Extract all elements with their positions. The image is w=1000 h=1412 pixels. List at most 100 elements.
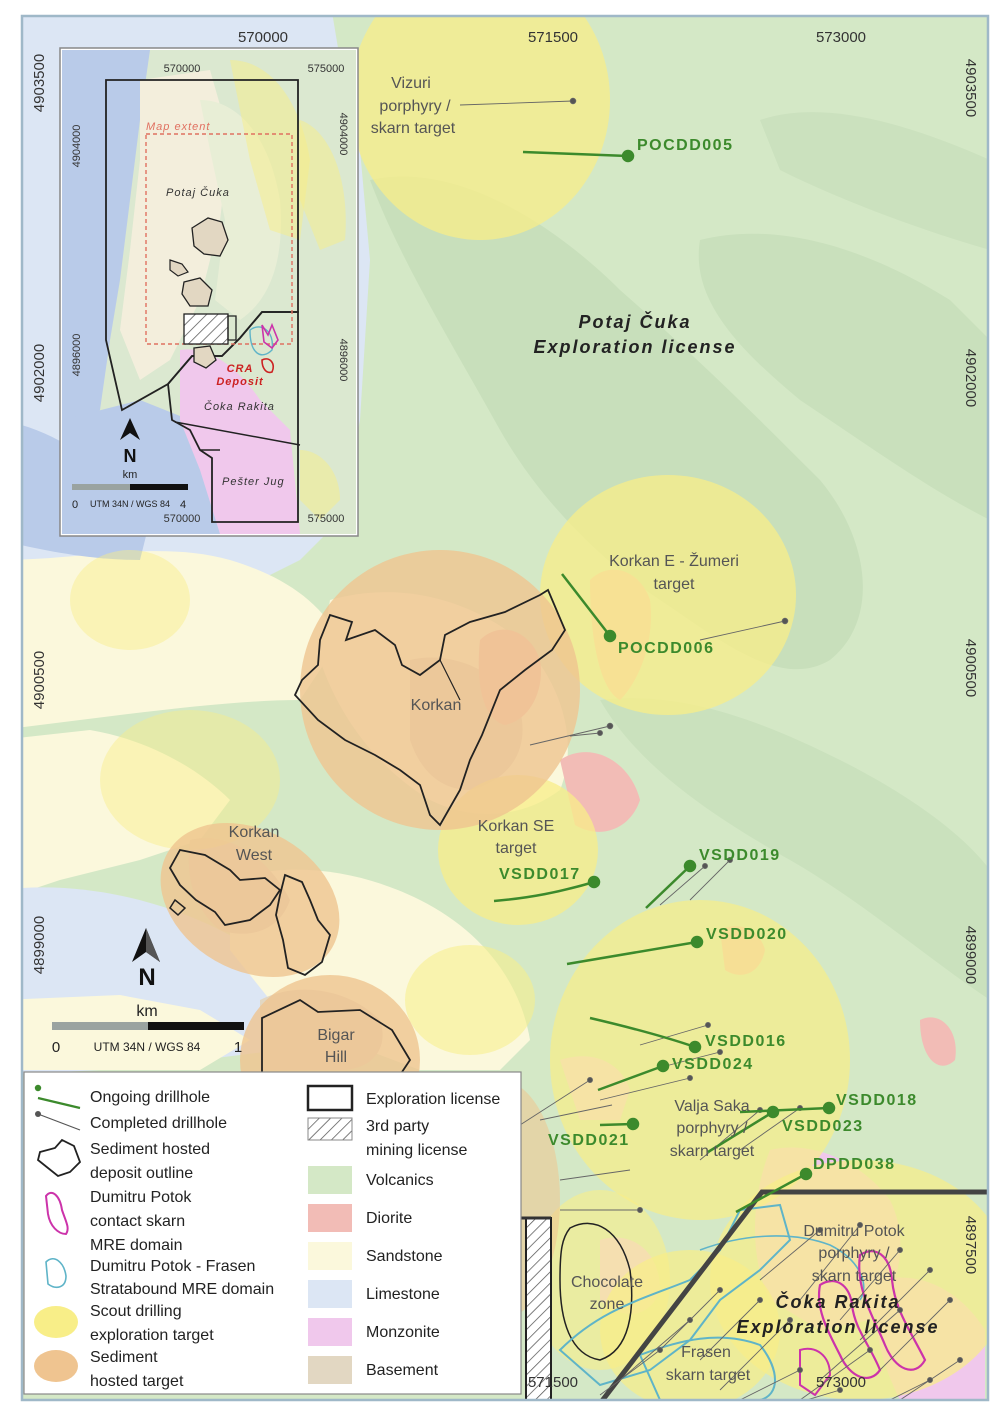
legend-skarn-symbol [44,1191,69,1236]
legend-monzonite-label: Monzonite [366,1324,440,1341]
legend-volcanics-label: Volcanics [366,1172,434,1189]
frasen-label-1: Frasen [681,1344,731,1361]
korkan-west-label-1: Korkan [229,824,280,841]
coka-rakita-license-boundary [599,1189,988,1400]
potaj-license-label-2: Exploration license [533,337,736,357]
coord-left-y-4: 4899000 [31,916,48,974]
drillhole-vsdd023-collar [766,1105,780,1119]
coord-top-x-1: 570000 [238,29,288,46]
legend-third-party-label-1: 3rd party [366,1118,429,1135]
scale-unit: km [136,1003,157,1020]
vizuri-target [350,16,610,240]
potaj-license-label-1: Potaj Čuka [578,311,691,332]
chocolate-zone-label-1: Chocolate [571,1274,643,1291]
legend-outline-label-1: Sediment hosted [90,1141,210,1158]
dumitru-potok-label-3: skarn target [812,1268,897,1285]
inset-cra-label-2: Deposit [216,376,264,388]
drillhole-vsdd017-collar [587,875,601,889]
label-vsdd021: VSDD021 [548,1132,630,1149]
legend-completed-symbol [37,1113,81,1131]
korkan-e-target [540,475,796,715]
legend-mre-label-1: MRE domain [90,1237,182,1254]
legend-scout-label-1: Scout drilling [90,1303,182,1320]
inset-scale-max: 4 [180,499,186,511]
korkan-sediment-target [300,550,580,830]
scale-zero: 0 [52,1039,60,1056]
vizuri-label-3: skarn target [371,120,456,137]
mre-domain [558,1203,792,1387]
korkan-west-sediment-target [160,822,340,978]
valja-saka-label-3: skarn target [670,1143,755,1160]
drillhole-vsdd021-collar [626,1117,640,1131]
legend-mre-label-3: Stratabound MRE domain [90,1281,274,1298]
scale-bar: N km 0 1 UTM 34N / WGS 84 [52,928,244,1056]
drillhole-pocdd006-collar [603,629,617,643]
chocolate-zone-label-2: zone [590,1296,625,1313]
legend-limestone-symbol [308,1280,352,1308]
inset-coord-bottom-2: 575000 [308,513,345,525]
coord-right-y-1: 4903500 [962,59,979,117]
bigar-hill-label-2: Hill [325,1049,347,1066]
north-label: N [138,964,155,991]
legend-scout-symbol [34,1306,78,1338]
coordinate-labels: 570000 571500 573000 4903500 4902000 490… [31,29,979,1391]
chocolate-zone-outline [559,1222,633,1361]
contact-skarn [817,1280,882,1379]
completed-drillholes [459,97,963,1400]
legend-monzonite-symbol [308,1318,352,1346]
label-vsdd017: VSDD017 [499,866,581,883]
coord-left-y-3: 4900500 [31,651,48,709]
legend-license-label: Exploration license [366,1091,500,1108]
coord-bottom-x-1: 571500 [528,1374,578,1391]
label-dpdd038: DPDD038 [813,1156,896,1173]
frasen-label-2: skarn target [666,1367,751,1384]
legend-mre-symbol [45,1258,67,1289]
coord-left-y-1: 4903500 [31,54,48,112]
ongoing-drillholes [493,149,836,1214]
legend-sandstone-symbol [308,1242,352,1270]
legend-outline-symbol [36,1138,82,1178]
legend-ongoing-symbol [37,1096,81,1110]
drillhole-vsdd024-collar [656,1059,670,1073]
legend-scout-label-2: exploration target [90,1327,214,1344]
inset-coord-right-1: 4904000 [337,113,349,156]
valja-saka-target [550,900,850,1220]
legend-license-symbol [306,1084,354,1112]
label-vsdd018: VSDD018 [836,1092,918,1109]
coord-bottom-x-2: 573000 [816,1374,866,1391]
vizuri-label-1: Vizuri [391,75,431,92]
inset-map[interactable]: 570000 575000 570000 575000 4904000 4896… [59,47,359,537]
legend-skarn-label-2: contact skarn [90,1213,185,1230]
korkan-e-label-1: Korkan E - Žumeri [609,551,739,570]
inset-coord-top-2: 575000 [308,63,345,75]
legend-diorite-label: Diorite [366,1210,412,1227]
drillhole-dpdd038-collar [799,1167,813,1181]
legend: Ongoing drillhole Completed drillhole Se… [23,1071,522,1395]
label-vsdd023: VSDD023 [782,1118,864,1135]
coord-top-x-3: 573000 [816,29,866,46]
coord-left-y-2: 4902000 [31,344,48,402]
label-pocdd005: POCDD005 [637,137,733,154]
korkan-se-label-2: target [496,840,537,857]
korkan-label: Korkan [411,697,462,714]
korkan-deposit-outline [293,588,567,827]
coord-right-y-5: 4897500 [962,1216,979,1274]
legend-volcanics-symbol [308,1166,352,1194]
dumitru-potok-target [710,1160,988,1400]
inset-coord-bottom-1: 570000 [164,513,201,525]
drillhole-labels: POCDD005 POCDD006 VSDD017 VSDD019 VSDD02… [499,137,918,1173]
label-pocdd006: POCDD006 [618,640,714,657]
legend-ongoing-label: Ongoing drillhole [90,1089,210,1106]
inset-potaj-label: Potaj Čuka [166,186,230,199]
inset-coord-top-1: 570000 [164,63,201,75]
inset-pester-label: Pešter Jug [222,476,285,488]
coord-top-x-2: 571500 [528,29,578,46]
map-labels: Vizuri porphyry / skarn target Potaj Čuk… [229,75,938,1384]
legend-sandstone-label: Sandstone [366,1248,443,1265]
label-vsdd016: VSDD016 [705,1033,787,1050]
drillhole-vsdd016-collar [688,1040,702,1054]
inset-scale-unit: km [123,469,138,481]
inset-coord-left-2: 4896000 [71,334,83,377]
coord-right-y-4: 4899000 [962,926,979,984]
